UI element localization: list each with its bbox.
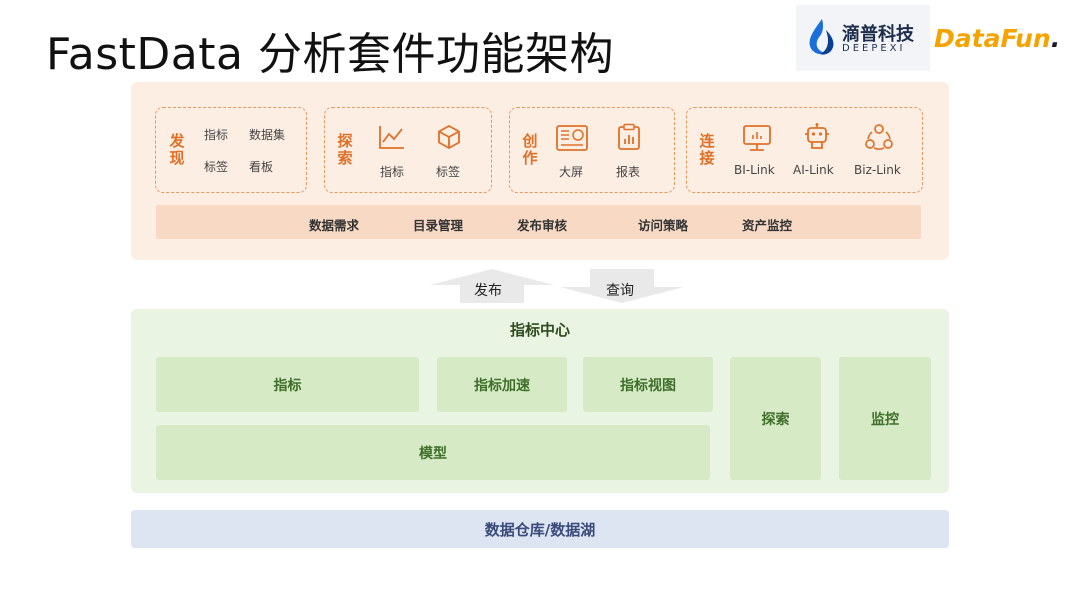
governance-strip — [156, 205, 921, 239]
publish-arrow-label: 发布 — [474, 283, 502, 299]
explore-box: 探索 — [730, 357, 821, 480]
discover-item-dashboard: 看板 — [249, 160, 274, 174]
data-warehouse-bar: 数据仓库/数据湖 — [131, 510, 949, 548]
explore-item-metric: 指标 — [380, 165, 405, 179]
create-label: 创作 — [522, 132, 538, 167]
network-icon — [865, 124, 893, 150]
query-down-arrow — [560, 269, 684, 303]
create-item-report: 报表 — [616, 165, 641, 179]
line-chart-icon — [379, 126, 404, 149]
query-arrow-label: 查询 — [606, 283, 634, 299]
deepexi-logo-subtext: DEEPEXI — [842, 43, 906, 54]
big-screen-icon — [556, 125, 588, 151]
explore-group — [324, 107, 492, 193]
metric-view-box: 指标视图 — [583, 357, 713, 412]
monitor-box: 监控 — [839, 357, 931, 480]
metric-center-title: 指标中心 — [509, 321, 570, 339]
explore-box-label: 探索 — [761, 411, 790, 428]
deepexi-logo-text: 滴普科技 — [842, 24, 914, 45]
strip-item-data-request: 数据需求 — [309, 218, 360, 233]
strip-item-publish-review: 发布审核 — [517, 218, 568, 233]
discover-group — [155, 107, 307, 193]
page-title: FastData 分析套件功能架构 — [46, 29, 614, 80]
connect-label: 连接 — [699, 132, 715, 167]
monitor-icon — [743, 125, 771, 151]
datafun-logo: DataFun. — [934, 24, 1060, 53]
metric-box-label: 指标 — [273, 377, 302, 394]
model-box: 模型 — [156, 425, 710, 480]
metric-box: 指标 — [156, 357, 419, 412]
data-warehouse-label: 数据仓库/数据湖 — [484, 520, 596, 539]
report-icon — [618, 123, 640, 150]
metric-acceleration-box: 指标加速 — [437, 357, 567, 412]
discover-item-dataset: 数据集 — [249, 128, 286, 142]
cube-icon — [438, 124, 460, 150]
connect-group — [686, 107, 923, 193]
model-box-label: 模型 — [419, 445, 447, 462]
deepexi-logo-icon — [809, 19, 834, 55]
explore-item-tag: 标签 — [436, 165, 461, 179]
connect-item-bi-link: BI-Link — [734, 163, 775, 177]
connect-item-biz-link: Biz-Link — [854, 163, 901, 177]
strip-item-access-policy: 访问策略 — [638, 218, 689, 233]
metric-acceleration-label: 指标加速 — [474, 377, 530, 394]
datafun-logo-text: DataFun — [934, 24, 1051, 53]
robot-icon — [805, 123, 829, 149]
metric-view-label: 指标视图 — [620, 377, 676, 394]
discover-item-metric: 指标 — [204, 128, 229, 142]
explore-label: 探索 — [337, 132, 353, 167]
monitor-box-label: 监控 — [871, 411, 899, 428]
strip-item-asset-monitoring: 资产监控 — [742, 218, 793, 233]
create-group — [509, 107, 675, 193]
publish-up-arrow — [430, 269, 554, 303]
datafun-logo-dot: . — [1050, 24, 1061, 53]
discover-label: 发现 — [169, 132, 185, 167]
discover-item-tag: 标签 — [204, 160, 229, 174]
create-item-big-screen: 大屏 — [559, 165, 584, 179]
connect-item-ai-link: AI-Link — [793, 163, 834, 177]
strip-item-catalog-management: 目录管理 — [413, 218, 464, 233]
